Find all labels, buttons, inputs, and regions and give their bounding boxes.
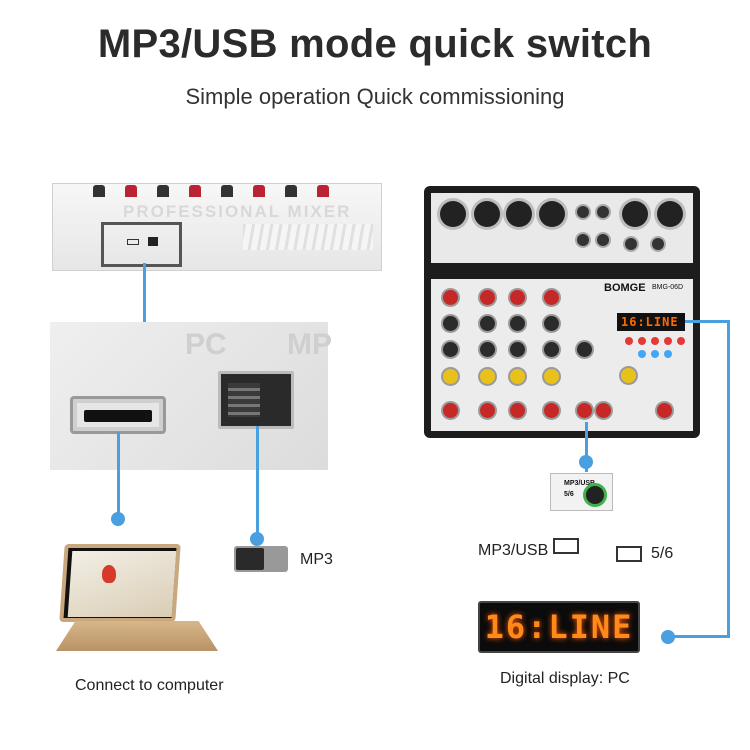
xlr-input-4 [539, 201, 565, 227]
connector-line [685, 320, 730, 323]
connector-line [117, 432, 120, 518]
connector-line [585, 422, 588, 472]
xlr-input-2 [474, 201, 500, 227]
zoom-highlight-box [101, 222, 182, 267]
high-knob[interactable] [510, 316, 525, 331]
mode-button[interactable] [651, 337, 659, 345]
mode-button[interactable] [664, 337, 672, 345]
connector-line [256, 426, 259, 538]
connector-dot [250, 532, 264, 546]
program-knob[interactable] [621, 368, 636, 383]
mode-button[interactable] [677, 337, 685, 345]
mode-56-label: 5/6 [651, 545, 674, 562]
mode-button[interactable] [625, 337, 633, 345]
gain-knob[interactable] [510, 290, 525, 305]
switch-zoom-jack [586, 486, 604, 504]
eff-knob[interactable] [544, 369, 559, 384]
gain-knob[interactable] [544, 290, 559, 305]
connector-line [672, 635, 730, 638]
mp3-switch-thumb[interactable] [236, 548, 264, 570]
level-knob[interactable] [510, 403, 525, 418]
low-knob[interactable] [510, 342, 525, 357]
gain-knob[interactable] [480, 290, 495, 305]
play-button[interactable] [638, 350, 646, 358]
page-subtitle: Simple operation Quick commissioning [185, 84, 565, 109]
switch-down-icon [616, 546, 642, 562]
low-knob[interactable] [443, 342, 458, 357]
line-jack [597, 234, 609, 246]
level-knob[interactable] [443, 403, 458, 418]
play-button[interactable] [651, 350, 659, 358]
mixer-control-panel [431, 279, 693, 431]
rca-jack [597, 206, 609, 218]
laptop-caption: Connect to computer [75, 677, 224, 694]
connector-line [143, 263, 146, 327]
connector-dot [661, 630, 675, 644]
lcd-display-small: 16:LINE [617, 313, 685, 331]
mode-button[interactable] [638, 337, 646, 345]
line-jack [577, 234, 589, 246]
eff-knob[interactable] [510, 369, 525, 384]
low-knob[interactable] [577, 342, 592, 357]
eff-knob[interactable] [443, 369, 458, 384]
xlr-out-l [622, 201, 648, 227]
mp3-switch-label: MP3 [300, 551, 333, 568]
output-jack [652, 238, 664, 250]
laptop-keyboard-base [56, 621, 218, 651]
flame-icon [102, 565, 116, 583]
high-knob[interactable] [480, 316, 495, 331]
display-caption: Digital display: PC [500, 670, 630, 687]
brand-label: BOMGE [604, 282, 646, 294]
mini-usb-port-icon [127, 239, 139, 245]
usb-slot [84, 410, 152, 422]
play-button[interactable] [664, 350, 672, 358]
lcd-display-large: 16:LINE [478, 601, 640, 653]
level-knob[interactable] [577, 403, 592, 418]
mini-switch-icon [148, 237, 158, 246]
switch-zoom-label-56: 5/6 [564, 491, 574, 498]
connector-dot [579, 455, 593, 469]
phone-knob[interactable] [657, 403, 672, 418]
level-knob[interactable] [544, 403, 559, 418]
mixer-input-panel [431, 193, 693, 263]
main-mix-knob[interactable] [596, 403, 611, 418]
model-label: BMG-06D [652, 284, 684, 291]
xlr-out-r [657, 201, 683, 227]
low-knob[interactable] [480, 342, 495, 357]
switch-zoom-labels: MP3/USB 5/6 [564, 478, 595, 500]
xlr-input-1 [440, 201, 466, 227]
mixer-edge-photo: PROFESSIONAL MIXER [52, 183, 382, 271]
high-knob[interactable] [544, 316, 559, 331]
switch-up-icon [553, 538, 579, 554]
switch-zoom-label-mp3: MP3/USB [564, 480, 596, 487]
edge-knobs [93, 184, 373, 198]
mode-switch-nub[interactable] [228, 383, 260, 417]
eff-knob[interactable] [480, 369, 495, 384]
low-knob[interactable] [544, 342, 559, 357]
edge-brand-text: PROFESSIONAL MIXER [123, 202, 352, 221]
laptop-wallpaper [67, 551, 177, 617]
mode-mp3-usb-label: MP3/USB [478, 542, 549, 559]
level-knob[interactable] [480, 403, 495, 418]
panel-label-mp: MP [287, 328, 332, 361]
high-knob[interactable] [443, 316, 458, 331]
panel-label-pc: PC [185, 328, 227, 361]
page-title: MP3/USB mode quick switch [97, 22, 653, 66]
rca-jack [577, 206, 589, 218]
output-jack [625, 238, 637, 250]
xlr-input-3 [506, 201, 532, 227]
gain-knob[interactable] [443, 290, 458, 305]
connector-dot [111, 512, 125, 526]
connector-line [727, 320, 730, 638]
edge-vents [243, 224, 373, 250]
